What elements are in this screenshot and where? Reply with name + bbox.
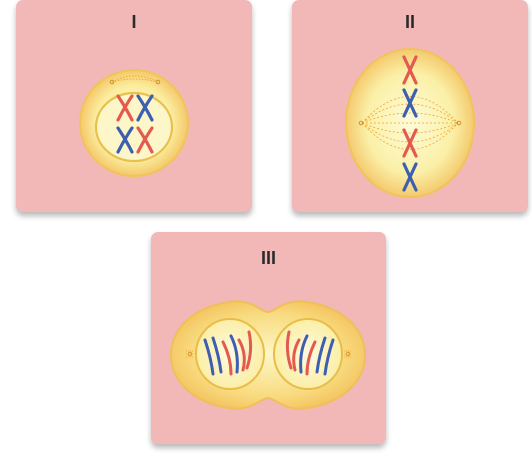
prophase-cell-illustration bbox=[16, 0, 252, 212]
telophase-cell-illustration bbox=[151, 232, 386, 444]
telophase-nucleus-left bbox=[196, 319, 264, 389]
prophase-nucleus bbox=[96, 93, 172, 161]
panel-metaphase: II bbox=[292, 0, 528, 212]
panel-telophase: III bbox=[151, 232, 386, 444]
panel-prophase: I bbox=[16, 0, 252, 212]
metaphase-cell-illustration bbox=[292, 0, 528, 212]
telophase-nucleus-right bbox=[274, 319, 342, 389]
